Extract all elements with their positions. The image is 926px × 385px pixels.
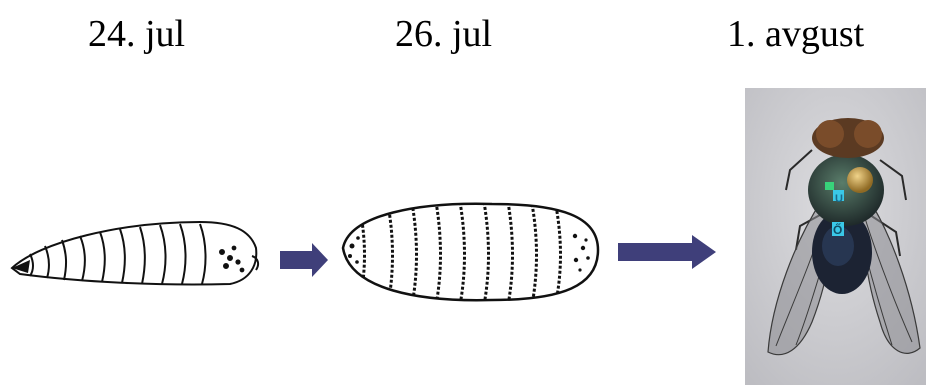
- svg-text:U: U: [835, 193, 843, 205]
- pupa-icon: [343, 202, 598, 305]
- svg-text:Ő: Ő: [833, 222, 842, 237]
- arrow-right-icon: [618, 235, 716, 269]
- fly-photo-icon: U Ő: [745, 88, 926, 385]
- arrow-right-icon: [280, 243, 328, 277]
- larva-icon: [12, 222, 258, 285]
